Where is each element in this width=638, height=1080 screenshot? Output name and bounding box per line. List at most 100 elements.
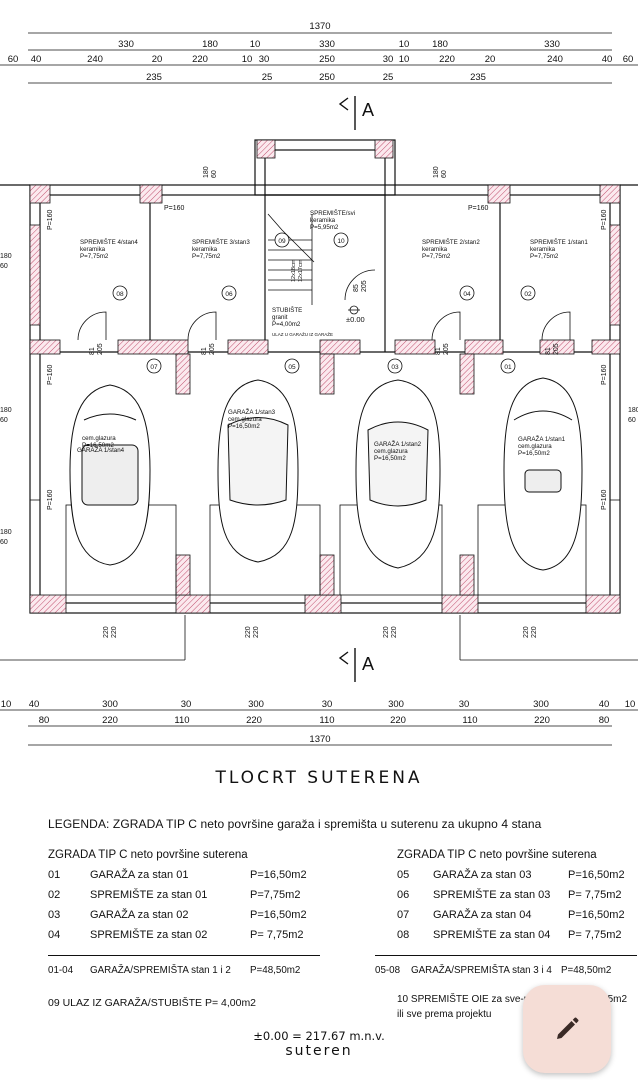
svg-text:12x18cm: 12x18cm xyxy=(291,259,297,282)
svg-text:220: 220 xyxy=(531,626,538,638)
svg-text:205: 205 xyxy=(97,343,104,355)
car-3 xyxy=(355,379,441,569)
svg-text:1370: 1370 xyxy=(309,734,330,745)
edit-button[interactable] xyxy=(523,985,611,1073)
svg-text:GARAŽA 1/stan1: GARAŽA 1/stan1 xyxy=(518,435,566,443)
svg-text:205: 205 xyxy=(209,343,216,355)
svg-text:P=7,75m2: P=7,75m2 xyxy=(530,253,559,260)
svg-text:10: 10 xyxy=(250,39,261,50)
svg-text:110: 110 xyxy=(174,715,189,726)
svg-text:P=5,95m2: P=5,95m2 xyxy=(310,224,339,231)
car-2 xyxy=(217,379,299,563)
svg-text:P=160: P=160 xyxy=(601,209,608,230)
svg-text:60: 60 xyxy=(0,417,8,424)
pencil-icon xyxy=(557,1017,579,1039)
svg-text:110: 110 xyxy=(319,715,334,726)
svg-text:cem.glazura: cem.glazura xyxy=(228,416,262,423)
svg-text:25: 25 xyxy=(262,72,273,83)
svg-text:04: 04 xyxy=(463,291,471,298)
svg-text:220: 220 xyxy=(246,715,262,726)
svg-text:60: 60 xyxy=(441,170,448,178)
legend-note-storage: 10 SPREMIŠTE OIE za sve-po 5m2 ili sve p… xyxy=(397,994,628,1020)
svg-text:10: 10 xyxy=(625,699,636,710)
svg-text:P=160: P=160 xyxy=(164,205,185,212)
level-mark xyxy=(348,305,360,315)
svg-text:220: 220 xyxy=(391,626,398,638)
svg-text:300: 300 xyxy=(388,699,404,710)
svg-text:81: 81 xyxy=(435,347,442,355)
section-marker-top xyxy=(338,96,356,130)
svg-text:keramika: keramika xyxy=(80,246,106,253)
svg-text:220: 220 xyxy=(102,715,118,726)
top-dimensions xyxy=(0,32,638,84)
svg-text:60: 60 xyxy=(8,54,19,65)
svg-text:10: 10 xyxy=(242,54,253,65)
car-1 xyxy=(69,384,151,566)
svg-text:P=16,50m2: P=16,50m2 xyxy=(228,423,260,430)
svg-text:60: 60 xyxy=(628,417,636,424)
svg-text:P=160: P=160 xyxy=(601,364,608,385)
svg-text:cem.glazura: cem.glazura xyxy=(82,435,116,442)
storage-doors xyxy=(77,311,571,341)
svg-text:235: 235 xyxy=(470,72,486,83)
elevation-note: ±0.00 = 217.67 m.n.v. xyxy=(253,1029,385,1043)
svg-text:P=160: P=160 xyxy=(601,489,608,510)
svg-text:80: 80 xyxy=(599,715,610,726)
svg-text:300: 300 xyxy=(533,699,549,710)
svg-text:SPREMIŠTE 3/stan3: SPREMIŠTE 3/stan3 xyxy=(192,239,250,246)
svg-text:81: 81 xyxy=(89,347,96,355)
svg-text:250: 250 xyxy=(319,72,335,83)
svg-text:220: 220 xyxy=(245,626,252,638)
svg-text:02: 02 xyxy=(524,291,532,298)
svg-text:01: 01 xyxy=(504,364,512,371)
svg-text:±0.00: ±0.00 xyxy=(346,315,365,324)
svg-text:220: 220 xyxy=(253,626,260,638)
svg-text:keramika: keramika xyxy=(422,246,448,253)
svg-text:220: 220 xyxy=(103,626,110,638)
svg-text:205: 205 xyxy=(361,280,368,292)
svg-text:240: 240 xyxy=(547,54,563,65)
svg-text:300: 300 xyxy=(102,699,118,710)
svg-text:220: 220 xyxy=(111,626,118,638)
svg-text:A: A xyxy=(362,654,374,674)
svg-text:GARAŽA 1/stan4: GARAŽA 1/stan4 xyxy=(77,446,125,454)
svg-text:180: 180 xyxy=(628,407,638,414)
svg-text:40: 40 xyxy=(599,699,610,710)
floor-plan: 1370 330 180 10 330 10 180 330 60 40 240… xyxy=(0,21,638,746)
svg-text:10: 10 xyxy=(399,39,410,50)
svg-text:180: 180 xyxy=(0,253,12,260)
svg-text:81: 81 xyxy=(545,347,552,355)
svg-text:P=4,00m2: P=4,00m2 xyxy=(272,321,301,328)
svg-text:205: 205 xyxy=(553,343,560,355)
svg-text:cem.glazura: cem.glazura xyxy=(374,448,408,455)
svg-text:07: 07 xyxy=(150,364,158,371)
svg-text:220: 220 xyxy=(534,715,550,726)
svg-text:330: 330 xyxy=(544,39,560,50)
svg-text:10: 10 xyxy=(337,238,345,245)
svg-text:180: 180 xyxy=(433,166,440,178)
svg-text:330: 330 xyxy=(319,39,335,50)
svg-text:GARAŽA 1/stan2: GARAŽA 1/stan2 xyxy=(374,440,422,448)
svg-text:25: 25 xyxy=(383,72,394,83)
svg-text:30: 30 xyxy=(181,699,192,710)
svg-text:60: 60 xyxy=(0,539,8,546)
svg-text:220: 220 xyxy=(523,626,530,638)
legend-right-header: ZGRADA TIP C neto površine suterena xyxy=(397,849,597,861)
svg-text:granit: granit xyxy=(272,314,288,321)
svg-text:SPREMIŠTE 1/stan1: SPREMIŠTE 1/stan1 xyxy=(530,239,588,246)
svg-text:40: 40 xyxy=(29,699,40,710)
svg-text:P=160: P=160 xyxy=(47,209,54,230)
svg-text:330: 330 xyxy=(118,39,134,50)
svg-text:180: 180 xyxy=(0,529,12,536)
svg-text:235: 235 xyxy=(146,72,162,83)
svg-text:P=7,75m2: P=7,75m2 xyxy=(192,253,221,260)
car-4 xyxy=(503,377,583,571)
drawing-title: TLOCRT SUTERENA xyxy=(215,768,423,788)
